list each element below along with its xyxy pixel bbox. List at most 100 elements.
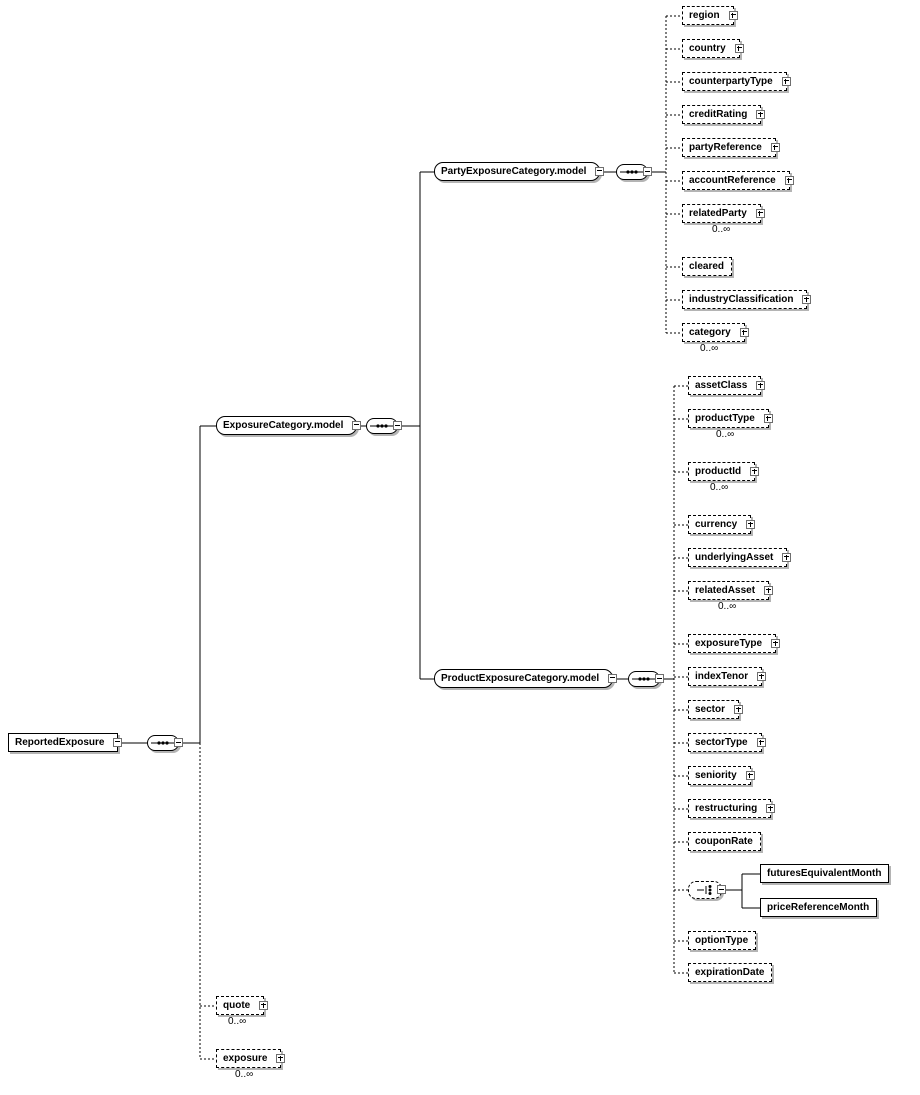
node-label: productType [695,413,755,424]
occurrence-label: 0..∞ [716,429,735,440]
expand-icon[interactable] [746,519,756,529]
expand-icon[interactable] [802,294,812,304]
sequence-icon [632,677,656,681]
node-sector[interactable]: sector [688,700,744,719]
sequence-icon [620,170,644,174]
occurrence-label: 0..∞ [228,1016,247,1027]
node-label: ProductExposureCategory.model [441,673,600,684]
expand-icon[interactable] [259,1000,269,1010]
node-asset-class[interactable]: assetClass [688,376,766,395]
node-quote[interactable]: quote [216,996,269,1015]
node-product-id[interactable]: productId [688,462,760,481]
node-party-reference[interactable]: partyReference [682,138,780,157]
node-label: couponRate [695,836,753,847]
expand-icon[interactable] [739,327,749,337]
collapse-icon[interactable] [113,737,123,747]
expand-icon[interactable] [734,43,744,53]
node-price-reference-month[interactable]: priceReferenceMonth [760,898,878,917]
node-label: expirationDate [695,967,765,978]
expand-icon[interactable] [734,704,744,714]
expand-icon[interactable] [756,109,766,119]
node-industry-classification[interactable]: industryClassification [682,290,812,309]
node-exposure-category-model[interactable]: ExposureCategory.model [216,416,362,435]
node-credit-rating[interactable]: creditRating [682,105,766,124]
collapse-icon[interactable] [174,738,183,747]
node-sector-type[interactable]: sectorType [688,733,766,752]
expand-icon[interactable] [757,671,767,681]
node-label: seniority [695,770,737,781]
node-currency[interactable]: currency [688,515,756,534]
node-category[interactable]: category [682,323,749,342]
expand-icon[interactable] [784,175,794,185]
occurrence-label: 0..∞ [718,601,737,612]
node-label: sectorType [695,737,748,748]
node-label: relatedAsset [695,585,756,596]
node-label: quote [223,1000,251,1011]
occurrence-label: 0..∞ [235,1069,254,1080]
expand-icon[interactable] [755,208,765,218]
expand-icon[interactable] [782,552,792,562]
expand-icon[interactable] [770,142,780,152]
occurrence-label: 0..∞ [700,343,719,354]
node-futures-equivalent-month[interactable]: futuresEquivalentMonth [760,864,890,883]
node-label: currency [695,519,738,530]
node-product-exposure-category-model[interactable]: ProductExposureCategory.model [434,669,618,688]
node-index-tenor[interactable]: indexTenor [688,667,767,686]
node-label: exposureType [695,638,763,649]
sequence-connector-2[interactable] [366,418,402,434]
node-coupon-rate[interactable]: couponRate [688,832,761,851]
node-exposure-type[interactable]: exposureType [688,634,781,653]
expand-icon[interactable] [756,380,766,390]
expand-icon[interactable] [781,76,791,86]
expand-icon[interactable] [771,638,781,648]
sequence-connector-1[interactable] [147,735,183,751]
node-expiration-date[interactable]: expirationDate [688,963,773,982]
expand-icon[interactable] [756,737,766,747]
collapse-icon[interactable] [655,674,664,683]
collapse-icon[interactable] [643,167,652,176]
node-label: underlyingAsset [695,552,774,563]
node-account-reference[interactable]: accountReference [682,171,794,190]
node-seniority[interactable]: seniority [688,766,755,785]
expand-icon[interactable] [766,803,776,813]
node-related-asset[interactable]: relatedAsset [688,581,774,600]
expand-icon[interactable] [728,10,738,20]
expand-icon[interactable] [276,1053,286,1063]
node-label: restructuring [695,803,758,814]
node-label: optionType [695,935,749,946]
collapse-icon[interactable] [608,673,618,683]
expand-icon[interactable] [750,466,760,476]
node-reported-exposure[interactable]: ReportedExposure [8,733,123,752]
node-label: creditRating [689,109,748,120]
node-related-party[interactable]: relatedParty [682,204,765,223]
expand-icon[interactable] [763,413,773,423]
collapse-icon[interactable] [352,420,362,430]
sequence-connector-4[interactable] [628,671,664,687]
choice-connector[interactable] [688,881,726,899]
node-restructuring[interactable]: restructuring [688,799,776,818]
node-counterparty-type[interactable]: counterpartyType [682,72,791,91]
collapse-icon[interactable] [717,885,726,894]
node-label: indexTenor [695,671,749,682]
collapse-icon[interactable] [393,421,402,430]
expand-icon[interactable] [764,585,774,595]
node-label: relatedParty [689,208,747,219]
node-exposure[interactable]: exposure [216,1049,286,1068]
node-product-type[interactable]: productType [688,409,773,428]
sequence-icon [151,741,175,745]
sequence-connector-3[interactable] [616,164,652,180]
node-underlying-asset[interactable]: underlyingAsset [688,548,792,567]
collapse-icon[interactable] [595,166,605,176]
node-country[interactable]: country [682,39,744,58]
node-label: category [689,327,731,338]
node-cleared[interactable]: cleared [682,257,733,276]
node-option-type[interactable]: optionType [688,931,757,950]
choice-icon [697,885,712,895]
expand-icon[interactable] [745,770,755,780]
node-label: cleared [689,261,725,272]
node-region[interactable]: region [682,6,738,25]
node-label: priceReferenceMonth [767,902,870,913]
node-label: assetClass [695,380,748,391]
node-party-exposure-category-model[interactable]: PartyExposureCategory.model [434,162,605,181]
